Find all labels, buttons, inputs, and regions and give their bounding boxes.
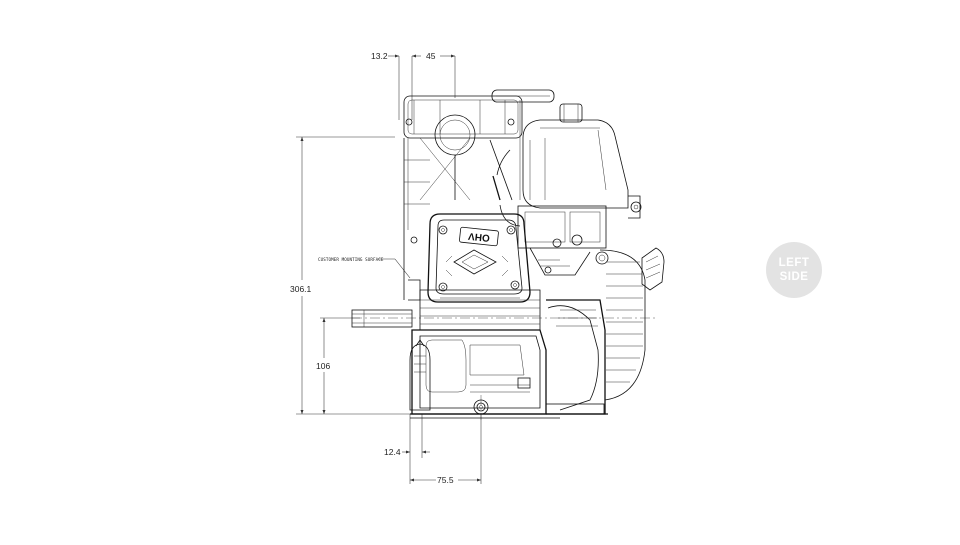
- dim-top-offset-label: 13.2: [371, 51, 388, 61]
- dim-top-width-label: 45: [426, 51, 436, 61]
- oil-dipstick: [409, 339, 431, 411]
- blower-housing: [546, 247, 665, 415]
- ohv-emblem-text: OHV: [467, 230, 490, 243]
- dim-overall-height-label: 306.1: [290, 284, 312, 294]
- mounting-surface-note: CUSTOMER MOUNTING SURFACE: [318, 257, 384, 262]
- valve-cover: OHV: [427, 213, 531, 303]
- dimension-labels: 13.2 45 306.1 106 12.4 75.5 CUSTOMER MOU…: [290, 51, 454, 485]
- air-cleaner-housing: [522, 103, 642, 219]
- carburetor: [492, 149, 609, 276]
- engine-base: [410, 403, 608, 419]
- engine-body: OHV: [351, 89, 665, 419]
- crankshaft: [351, 309, 413, 328]
- dim-bottom-offset-label: 12.4: [384, 447, 401, 457]
- center-lines: [352, 317, 655, 420]
- dim-bottom-width-label: 75.5: [437, 475, 454, 485]
- view-badge: LEFT SIDE: [766, 242, 822, 298]
- dimension-lines: [296, 54, 482, 484]
- fuel-tank-guard: [403, 89, 555, 300]
- view-badge-line2: SIDE: [780, 271, 809, 283]
- view-badge-circle: [766, 242, 822, 298]
- crankcase: [411, 329, 547, 415]
- view-badge-line1: LEFT: [779, 257, 810, 269]
- dim-shaft-height-label: 106: [316, 361, 330, 371]
